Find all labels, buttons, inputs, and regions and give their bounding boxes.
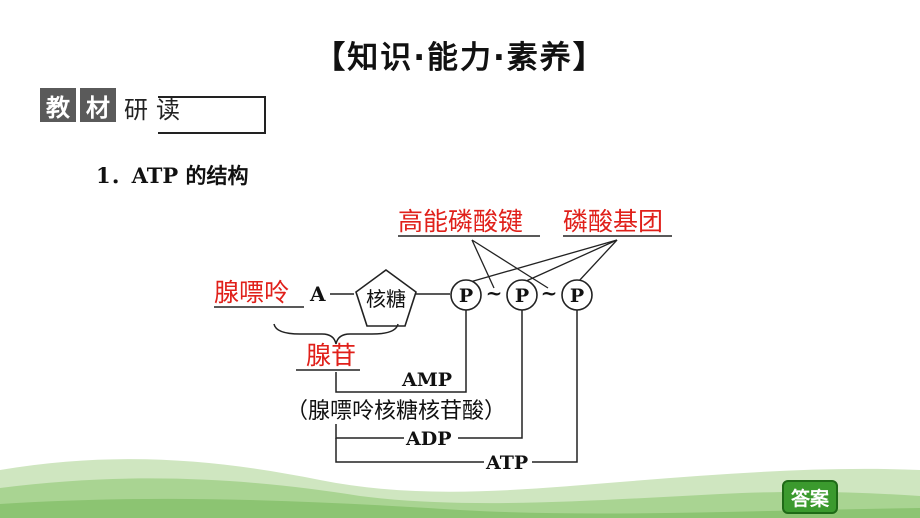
section-heading: 1．ATP 的结构 bbox=[96, 163, 249, 188]
phosphate-label: P bbox=[459, 285, 473, 307]
badge-char: 研 bbox=[124, 96, 148, 124]
label-adenosine: 腺苷 bbox=[306, 341, 356, 370]
atp-label: ATP bbox=[485, 452, 528, 474]
ribose-label: 核糖 bbox=[366, 287, 406, 311]
pointer-line bbox=[469, 239, 618, 283]
label-adenine: 腺嘌呤 bbox=[214, 278, 289, 307]
atp-bracket bbox=[532, 310, 578, 463]
high-energy-bond-symbol: ~ bbox=[541, 281, 558, 305]
pointer-line bbox=[523, 239, 618, 283]
letter-a: A bbox=[309, 282, 326, 306]
adenosine-brace bbox=[273, 323, 399, 345]
adp-bracket bbox=[335, 424, 404, 439]
atp-bracket bbox=[335, 438, 484, 463]
label-high-energy-bond: 高能磷酸键 bbox=[398, 207, 523, 236]
section-badge: 教 材 研 读 bbox=[40, 88, 266, 134]
amp-bracket bbox=[335, 310, 467, 393]
amp-full-name: （腺嘌呤核糖核苷酸） bbox=[286, 399, 506, 424]
page-title: 【知识·能力·素养】 bbox=[314, 40, 606, 76]
adp-label: ADP bbox=[405, 428, 452, 450]
badge-char: 读 bbox=[156, 96, 180, 124]
pointer-line bbox=[471, 239, 549, 289]
landscape-background bbox=[0, 459, 920, 518]
pointer-line bbox=[471, 239, 495, 289]
ribose-pentagon bbox=[355, 269, 417, 327]
phosphate-label: P bbox=[570, 285, 584, 307]
phosphate-label: P bbox=[515, 285, 529, 307]
badge-char: 材 bbox=[80, 88, 116, 122]
adp-bracket bbox=[458, 310, 523, 439]
high-energy-bond-symbol: ~ bbox=[486, 281, 503, 305]
amp-label: AMP bbox=[401, 369, 452, 391]
badge-char: 教 bbox=[40, 88, 76, 122]
answer-button[interactable]: 答案 bbox=[782, 480, 838, 514]
badge-frame bbox=[158, 96, 266, 134]
pointer-line bbox=[577, 239, 618, 283]
label-phosphate-group: 磷酸基团 bbox=[563, 207, 663, 236]
